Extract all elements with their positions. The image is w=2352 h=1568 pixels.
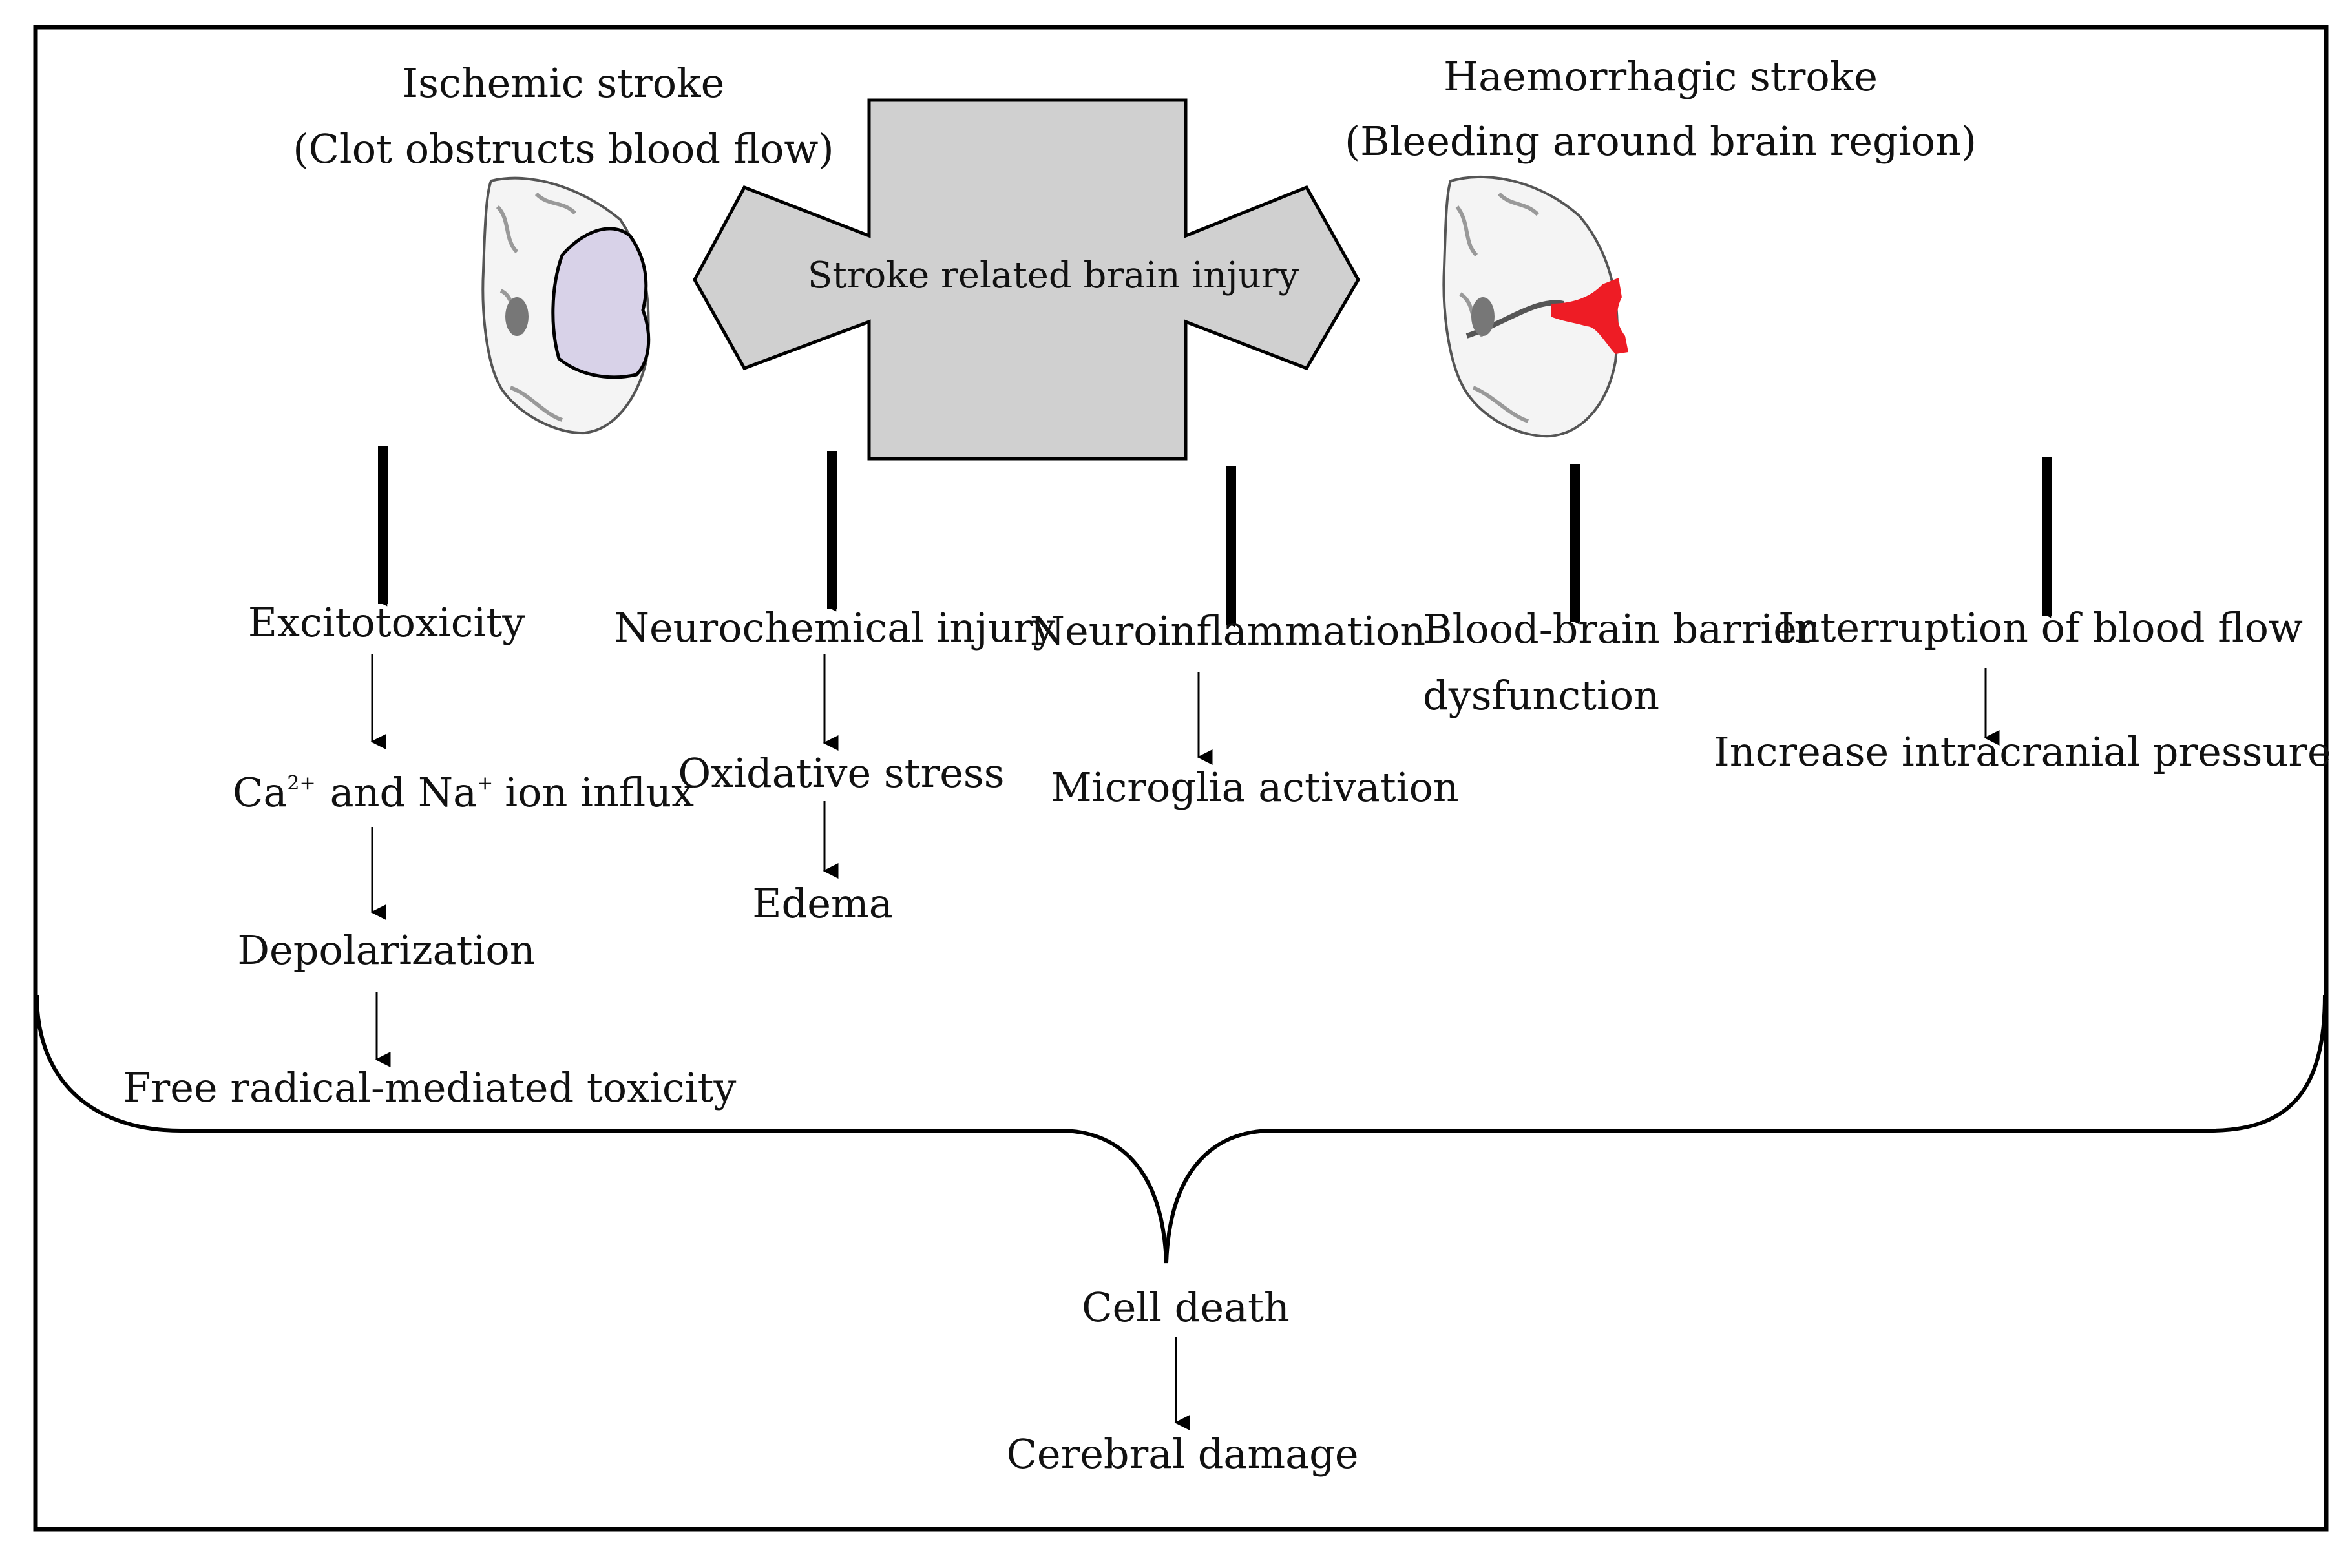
oxidative-stress-label: Oxidative stress [678, 749, 1004, 797]
edema-label: Edema [752, 880, 892, 927]
interruption-label: Interruption of blood flow [1778, 604, 2303, 651]
microglia-label: Microglia activation [1051, 764, 1458, 811]
ischemic-subtitle: (Clot obstructs blood flow) [293, 125, 834, 172]
depolarization-label: Depolarization [237, 926, 535, 974]
ion-influx-label: Ca2+and Na+ion influx [233, 769, 694, 816]
haemorrhagic-subtitle: (Bleeding around brain region) [1345, 118, 1977, 165]
center-label: Stroke related brain injury [808, 255, 1299, 297]
haemorrhagic-bleed-region [1551, 278, 1628, 354]
outer-frame [33, 25, 2329, 1532]
neuroinflammation-label: Neuroinflammation [1030, 607, 1425, 654]
cerebral-damage-label: Cerebral damage [1006, 1430, 1358, 1478]
ischemic-title: Ischemic stroke [403, 59, 725, 107]
cell-death-label: Cell death [1082, 1284, 1290, 1331]
curly-brace [35, 994, 2327, 1264]
bbb-label-line2: dysfunction [1423, 672, 1659, 719]
bbb-label-line1: Blood-brain barrier [1423, 605, 1816, 653]
center-double-arrow [693, 98, 1360, 461]
ischemic-brain-image [481, 176, 651, 435]
excitotoxicity-label: Excitotoxicity [248, 599, 525, 646]
haemorrhagic-brain-image [1442, 175, 1628, 438]
pressure-label: Increase intracranial pressure [1714, 728, 2331, 775]
neurochemical-label: Neurochemical injury [614, 604, 1056, 651]
free-radical-label: Free radical-mediated toxicity [123, 1064, 737, 1111]
ischemic-clot-region [551, 227, 651, 379]
haemorrhagic-title: Haemorrhagic stroke [1444, 53, 1878, 100]
